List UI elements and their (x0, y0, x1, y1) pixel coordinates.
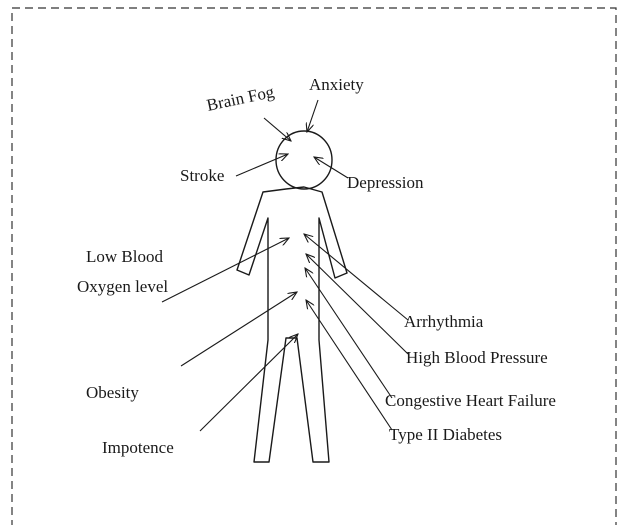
label-anxiety: Anxiety (309, 75, 364, 94)
label-congestive-heart-failure: Congestive Heart Failure (385, 391, 556, 410)
label-stroke: Stroke (180, 166, 224, 185)
label-high-blood-pressure: High Blood Pressure (406, 348, 548, 367)
arrow-high-blood-pressure (306, 254, 408, 354)
figure-body (237, 187, 347, 462)
label-impotence: Impotence (102, 438, 174, 457)
label-obesity: Obesity (86, 383, 139, 402)
arrow-stroke (236, 154, 288, 176)
label-type2-diabetes: Type II Diabetes (389, 425, 502, 444)
arrow-obesity (181, 292, 297, 366)
arrow-low-blood-oxygen (162, 238, 289, 302)
label-oxygen-level: Oxygen level (77, 277, 168, 296)
arrow-depression (314, 157, 348, 178)
arrow-type2-diabetes (306, 300, 392, 430)
arrow-impotence (200, 334, 298, 431)
arrow-congestive-heart-failure (305, 268, 392, 398)
arrow-brain-fog (264, 118, 291, 141)
label-arrhythmia: Arrhythmia (404, 312, 484, 331)
label-brain-fog: Brain Fog (205, 82, 276, 115)
arrows (162, 100, 408, 431)
human-figure (237, 131, 347, 462)
label-depression: Depression (347, 173, 424, 192)
label-low-blood: Low Blood (86, 247, 163, 266)
figure-head (276, 131, 332, 189)
arrow-anxiety (307, 100, 318, 132)
